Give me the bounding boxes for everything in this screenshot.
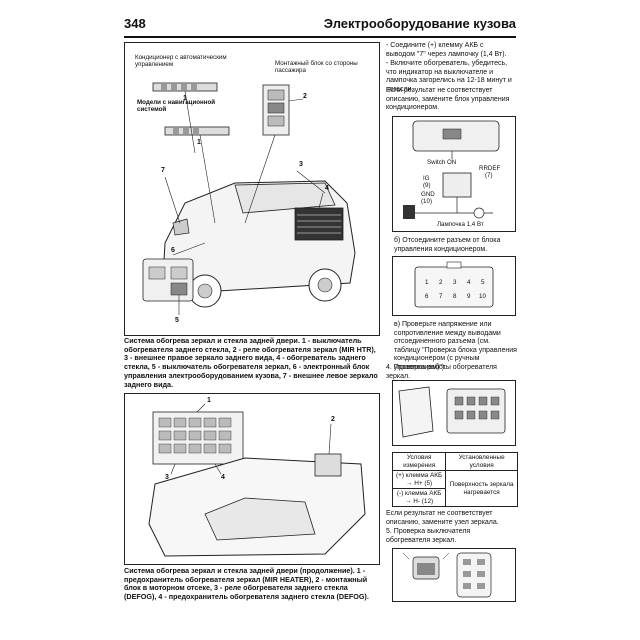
callout-4: 4	[325, 185, 329, 192]
table-result: Поверхность зеркала нагревается	[445, 470, 518, 507]
connector-pin-10: 10	[479, 293, 486, 300]
label-switch-on: Switch ON	[427, 159, 457, 166]
label-passenger-block: Монтажный блок со стороны пассажира	[275, 60, 358, 74]
figure-2-drawing	[148, 403, 366, 557]
figure-1-drawing	[142, 82, 356, 315]
step-b: б) Отсоедините разъем от блока управлени…	[394, 237, 501, 253]
callout-f2-3: 3	[165, 474, 169, 481]
label-ac-auto: Кондиционер с автоматическим управлением	[135, 54, 227, 68]
instruction-para-2: Если результат не соответствует описанию…	[386, 510, 499, 526]
step-5: 5. Проверка выключателя обогревателя зер…	[386, 528, 471, 544]
instruction-bullet-2: - Включите обогреватель, убедитесь, что …	[386, 60, 512, 93]
mirror-test-table: Условия измерения Установленные условия …	[391, 452, 518, 507]
label-gnd-pin: (10)	[421, 198, 433, 205]
page-header: 348 Электрооборудование кузова	[124, 14, 516, 38]
connector-pin-8: 8	[453, 293, 457, 300]
callout-1b: 1	[197, 139, 201, 146]
table-row1-condition: (+) клемма АКБ → H+ (5)	[391, 470, 447, 489]
table-head-conditions: Условия измерения	[391, 452, 447, 471]
instruction-para-1: Если результат не соответствует описанию…	[386, 87, 510, 111]
callout-3: 3	[299, 161, 303, 168]
figure-2-caption: Система обогрева зеркал и стекла задней …	[124, 566, 369, 602]
connector-pin-4: 4	[467, 279, 471, 286]
label-ig-pin: (9)	[423, 182, 431, 189]
callout-1a: 1	[183, 95, 187, 102]
callout-f2-1: 1	[207, 397, 211, 404]
connector-pin-7: 7	[439, 293, 443, 300]
label-ig: IG	[423, 175, 430, 182]
label-rrdef-pin: (7)	[485, 172, 493, 179]
callout-f2-2: 2	[331, 416, 335, 423]
callout-f2-4: 4	[221, 474, 225, 481]
connector-pin-5: 5	[481, 279, 485, 286]
label-gnd: GND	[421, 191, 435, 198]
callout-2: 2	[303, 93, 307, 100]
table-row2-condition: (-) клемма АКБ → H- (12)	[391, 488, 447, 507]
figure-1-caption: Система обогрева зеркал и стекла задней …	[124, 336, 378, 389]
step-4: 4. Проверка работы обогревателя зеркал.	[386, 364, 497, 380]
connector-drawing	[414, 261, 494, 308]
mirror-switch-drawing	[402, 552, 492, 598]
page-title: Электрооборудование кузова	[323, 16, 516, 31]
mirror-diagram	[392, 380, 516, 446]
step-v: в) Проверьте напряжение или сопротивлени…	[394, 321, 517, 371]
figure-2: 1 2 3 4	[124, 393, 380, 565]
lamp-test-drawing	[403, 120, 500, 219]
connector-diagram: 1 2 3 4 5 6 7 8 9 10	[392, 256, 516, 316]
lamp-test-diagram: Switch ON IG (9) RRDEF (7) GND (10) Ламп…	[392, 116, 516, 232]
connector-pin-9: 9	[467, 293, 471, 300]
connector-pin-3: 3	[453, 279, 457, 286]
table-head-required: Установленные условия	[445, 452, 518, 471]
callout-7: 7	[161, 167, 165, 174]
connector-pin-1: 1	[425, 279, 429, 286]
connector-pin-2: 2	[439, 279, 443, 286]
label-nav-models: Модели с навигационной системой	[137, 99, 216, 113]
figure-1: Кондиционер с автоматическим управлением…	[124, 42, 380, 336]
mirror-drawing	[398, 386, 506, 438]
label-rrdef: RRDEF	[479, 165, 501, 172]
callout-5: 5	[175, 317, 179, 324]
page-number: 348	[124, 16, 146, 31]
instruction-bullet-1: - Соедините (+) клемму АКБ с выводом "7"…	[386, 42, 507, 58]
connector-pin-6: 6	[425, 293, 429, 300]
label-lamp: Лампочка 1,4 Вт	[437, 221, 484, 228]
mirror-switch-diagram	[392, 548, 516, 602]
callout-6: 6	[171, 247, 175, 254]
